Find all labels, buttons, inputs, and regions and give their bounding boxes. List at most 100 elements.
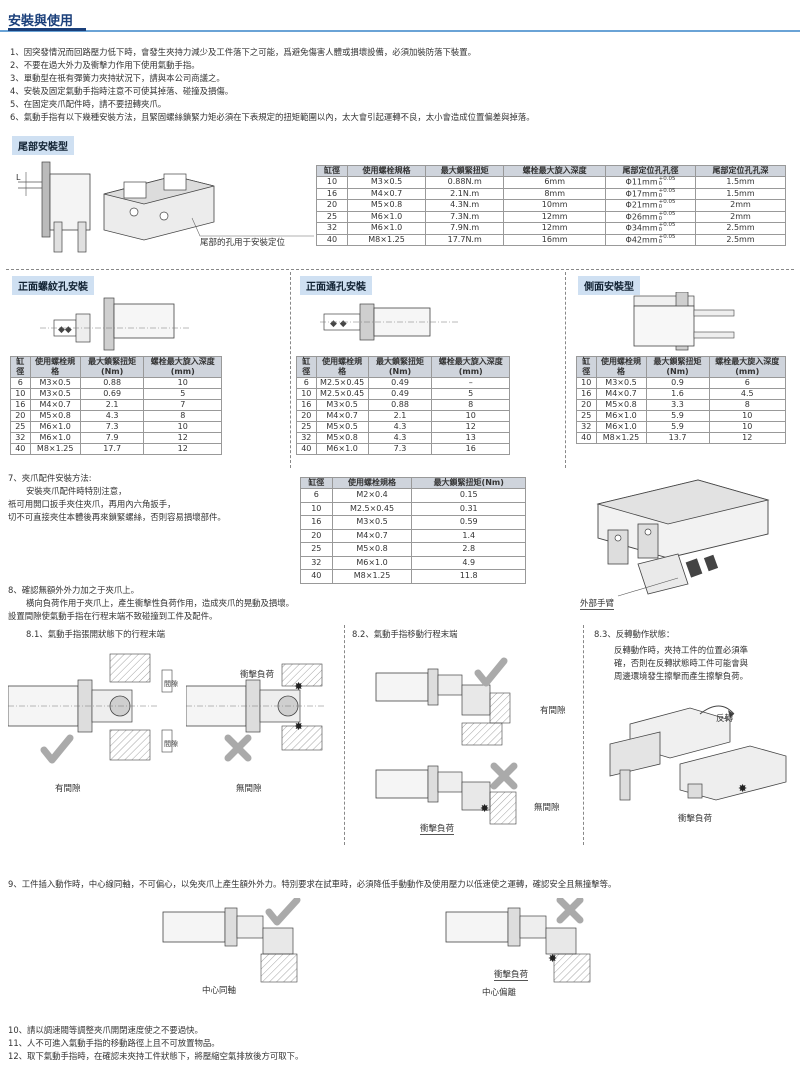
table-cell: 10mm xyxy=(503,199,607,212)
table-cell: 10 xyxy=(431,410,510,422)
tolerance-upper: +0.05 xyxy=(658,176,676,182)
tail-mount-table: 缸徑 使用螺栓規格 最大鎖緊扭矩 螺栓最大旋入深度 尾部定位孔孔徑 尾部定位孔孔… xyxy=(316,165,787,246)
table-cell: M2×0.4 xyxy=(331,488,413,503)
table-cell: 3.3 xyxy=(645,399,710,411)
table-cell: M4×0.7 xyxy=(29,399,81,411)
table-cell: 12 xyxy=(143,443,222,455)
cell-value: 12 xyxy=(177,433,188,442)
cell-value: 40 xyxy=(311,571,322,580)
svg-text:✸: ✸ xyxy=(738,782,747,795)
impact-label-3: 衝擊負荷 xyxy=(678,814,713,824)
table-cell: 16 xyxy=(576,388,597,400)
svg-text:◆◆: ◆◆ xyxy=(58,325,72,335)
cell-value: 20 xyxy=(311,530,322,540)
table-cell: M2.5×0.45 xyxy=(331,501,413,516)
cell-value: 0.88N.m xyxy=(447,177,482,187)
table-cell: M5×0.8 xyxy=(595,399,647,411)
cell-value: 10 xyxy=(311,503,322,513)
note-3: 3、單動型在祇有彈簧力夾持狀況下，請與本公司商議之。 xyxy=(10,73,225,83)
cell-value: M6×1.0 xyxy=(605,411,637,420)
note-7-line-2: 祇可用開口扳手夾住夾爪，再用內六角扳手， xyxy=(8,499,176,509)
cell-value: M8×1.25 xyxy=(602,433,640,442)
table-cell: 5 xyxy=(143,388,222,400)
cell-value: M3×0.5 xyxy=(39,378,71,387)
separator-1 xyxy=(6,269,794,270)
cell-value: 17.7 xyxy=(103,444,122,453)
cell-value: 25 xyxy=(301,422,312,431)
table-cell: M5×0.8 xyxy=(315,432,369,444)
th-bore: 缸徑 xyxy=(316,165,348,177)
table-cell: 6mm xyxy=(503,176,607,189)
cell-value: M5×0.8 xyxy=(356,544,388,553)
cell-value: 20 xyxy=(581,400,592,409)
table-cell: 1.5mm xyxy=(694,176,787,189)
table-cell: 17.7N.m xyxy=(425,233,505,246)
note-8: 8、確認無額外外力加之于夾爪上。 橫向負荷作用于夾爪上，產生衝擊性負荷作用，造成… xyxy=(8,584,294,623)
th-bolt: 使用螺栓規格 xyxy=(595,356,647,378)
cell-value: 1.5mm xyxy=(726,177,755,187)
table-cell: 40 xyxy=(316,233,348,246)
table-cell: 0.49 xyxy=(367,388,433,400)
table-cell: 10 xyxy=(708,421,786,433)
no-gap-label: 無間隙 xyxy=(236,784,262,794)
cell-value: 12 xyxy=(742,433,753,442)
reverse-label: 反轉 xyxy=(716,714,734,724)
cell-value: 4.3 xyxy=(393,422,407,431)
table-cell: M6×1.0 xyxy=(331,555,413,570)
table-cell: 20 xyxy=(296,410,317,422)
cell-value: 12 xyxy=(177,444,188,453)
cell-value: M3×0.5 xyxy=(605,378,637,387)
cell-value: 8 xyxy=(744,400,750,409)
cell-value: 10 xyxy=(177,422,188,431)
cell-value: 0.31 xyxy=(459,503,478,513)
note-6: 6、氣動手指有以下幾種安裝方法，且緊固螺絲鎖緊力矩必須在下表規定的扭矩範圍以內，… xyxy=(10,112,535,122)
side-mount-diagram xyxy=(633,292,735,351)
note-8-line-1: 橫向負荷作用于夾爪上，產生衝擊性負荷作用，造成夾爪的晃動及損壞。 xyxy=(26,598,294,608)
table-cell: 12mm xyxy=(503,210,607,223)
table-cell: 4.3 xyxy=(79,410,145,422)
table-cell: 4.3 xyxy=(367,432,433,444)
tolerance-upper: +0.05 xyxy=(658,210,676,217)
tolerance-lower: 0 xyxy=(658,192,663,199)
cell-value: 0.9 xyxy=(671,378,684,387)
th-torque: 最大鎖緊扭矩(Nm) xyxy=(645,356,710,378)
table-cell: 10 xyxy=(143,421,222,433)
cell-value: M6×1.0 xyxy=(39,433,71,442)
table-cell: M2.5×0.45 xyxy=(315,377,369,389)
cell-value: 10 xyxy=(742,411,753,420)
cell-value: 5 xyxy=(468,389,474,398)
cell-value: M6×1.0 xyxy=(39,422,71,431)
cell-value: M5×0.5 xyxy=(326,422,358,431)
cell-value: M3×0.5 xyxy=(39,389,71,398)
th-torque: 最大鎖緊扭矩(Nm) xyxy=(79,356,145,378)
tolerance-lower: 0 xyxy=(658,204,663,210)
cell-value: 40 xyxy=(326,234,338,244)
th-hole-depth: 尾部定位孔孔深 xyxy=(694,165,787,177)
table-cell: 40 xyxy=(10,443,31,455)
cell-value: 20 xyxy=(326,200,338,210)
table-cell: 8 xyxy=(143,410,222,422)
no-gap-label-2: 無間隙 xyxy=(534,803,560,813)
th-torque: 最大鎖緊扭矩 xyxy=(425,165,505,177)
tolerance-upper: +0.05 xyxy=(658,233,676,240)
cell-value: 0.49 xyxy=(391,378,409,387)
table-cell: 5.9 xyxy=(645,410,710,422)
table-cell: 5 xyxy=(431,388,510,400)
cell-value: 8mm xyxy=(544,188,565,198)
open-stroke-no-gap-diagram: ✸ ✸ xyxy=(186,663,326,762)
external-arm-label: 外部手臂 xyxy=(580,599,615,610)
cell-value: 2.1 xyxy=(393,411,407,420)
note-8-3-line-2: 確，否則在反轉狀態時工件可能會與 xyxy=(614,658,748,668)
front-thread-diagram: ◆◆ xyxy=(40,297,190,351)
impact-label-1: 衝擊負荷 xyxy=(240,670,275,680)
cell-value: 16 xyxy=(326,188,338,198)
table-cell: M6×1.0 xyxy=(595,410,647,422)
